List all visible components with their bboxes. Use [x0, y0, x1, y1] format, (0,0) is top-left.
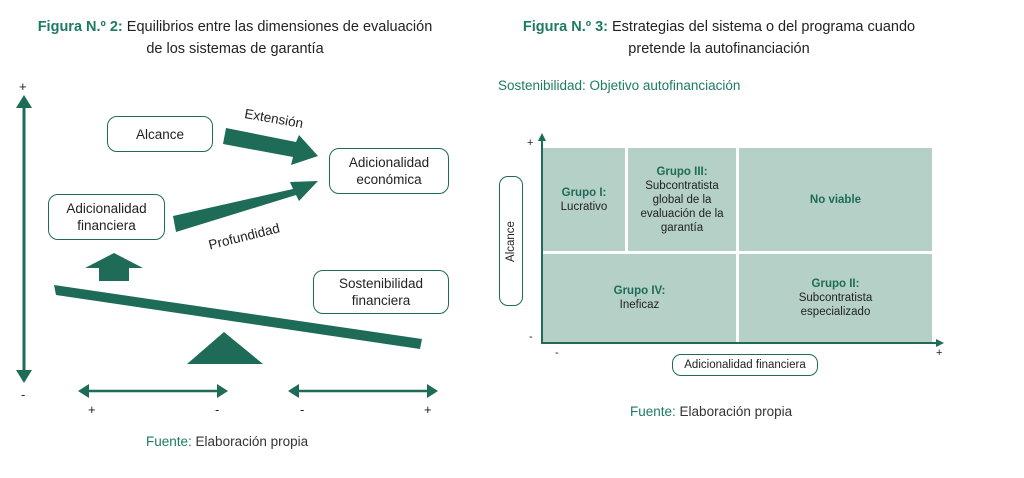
cell-grupo-i-text: Lucrativo: [560, 200, 608, 213]
cell-grupo-i-title: Grupo I:: [561, 186, 607, 199]
box-adicionalidad-financiera: Adicionalidad financiera: [48, 194, 165, 240]
cell-no-viable: No viable: [739, 148, 932, 251]
fig3-title-line1: Estrategias del sistema o del programa c…: [612, 19, 916, 35]
box-adicionalidad-financiera-line1: Adicionalidad: [66, 201, 147, 216]
horizontal-double-arrow-right: [288, 384, 438, 398]
box-adicionalidad-economica-line1: Adicionalidad: [348, 155, 430, 170]
fig2-sign-v-bottom: -: [21, 387, 26, 402]
box-sostenibilidad-financiera: Sostenibilidad financiera: [313, 270, 449, 314]
fig3-y-axis-label-text: Alcance: [504, 220, 517, 262]
cell-grupo-ii-l1: Subcontratista: [798, 292, 873, 304]
balance-beam: [54, 285, 422, 349]
cell-grupo-iii-l1: Subcontratista: [645, 179, 719, 192]
fig2-sign-h1-left: +: [88, 402, 96, 417]
cell-grupo-iii-l2: global de la: [652, 193, 712, 206]
cell-grupo-i: Grupo I: Lucrativo: [543, 148, 625, 251]
fig3-source-text: Elaboración propia: [679, 404, 793, 419]
up-arrow-block: [85, 253, 143, 281]
cell-grupo-iv-text: Ineficaz: [619, 299, 660, 311]
fig3-title: Figura N.º 3: Estrategias del sistema o …: [494, 16, 944, 60]
box-adicionalidad-economica-line2: económica: [356, 172, 422, 187]
fig3-title-label: Figura N.º 3:: [522, 19, 608, 35]
fig3-subtitle: Sostenibilidad: Objetivo autofinanciació…: [498, 78, 741, 93]
fig2-sign-h1-right: -: [215, 402, 220, 417]
box-adicionalidad-economica: Adicionalidad económica: [329, 148, 449, 194]
fig2-source-label: Fuente:: [146, 434, 192, 449]
fig3-y-axis-label: Alcance: [499, 176, 523, 306]
cell-grupo-ii: Grupo II: Subcontratista especializado: [739, 254, 932, 342]
box-sostenibilidad-line1: Sostenibilidad: [338, 276, 424, 291]
fig3-x-axis-label-text: Adicionalidad financiera: [684, 358, 806, 371]
cell-grupo-iii-title: Grupo III:: [656, 165, 708, 178]
vertical-double-arrow: [16, 95, 32, 383]
fig2-source: Fuente: Elaboración propia: [146, 434, 308, 449]
fig2-title: Figura N.º 2: Equilibrios entre las dime…: [0, 16, 470, 60]
box-alcance-label: Alcance: [135, 126, 185, 142]
fig3-title-line2: pretende la autofinanciación: [628, 41, 810, 57]
cell-grupo-ii-title: Grupo II:: [811, 278, 860, 290]
box-sostenibilidad-line2: financiera: [351, 293, 411, 308]
fig3-sign-x-left: -: [555, 347, 559, 359]
fig2-sign-v-top: +: [19, 79, 27, 94]
fig3-sign-y-top: +: [527, 137, 534, 149]
fig3-sign-y-bottom: -: [529, 331, 533, 343]
fig2-sign-h2-right: +: [424, 402, 432, 417]
fig2-title-line2: de los sistemas de garantía: [146, 41, 324, 57]
fig3-source: Fuente: Elaboración propia: [630, 404, 792, 419]
cell-grupo-ii-l2: especializado: [800, 306, 871, 318]
cell-no-viable-title: No viable: [809, 193, 862, 206]
fig2-source-text: Elaboración propia: [195, 434, 309, 449]
fig2-title-line1: Equilibrios entre las dimensiones de eva…: [126, 19, 433, 35]
cell-grupo-iii-l4: garantía: [660, 221, 704, 234]
cell-grupo-iv-title: Grupo IV:: [613, 285, 666, 297]
fig2-sign-h2-left: -: [300, 402, 305, 417]
horizontal-double-arrow-left: [78, 384, 228, 398]
fig3-source-label: Fuente:: [630, 404, 676, 419]
cell-grupo-iii: Grupo III: Subcontratista global de la e…: [628, 148, 736, 251]
fig2-title-label: Figura N.º 2:: [37, 19, 123, 35]
fulcrum-triangle: [187, 332, 263, 364]
box-adicionalidad-financiera-line2: financiera: [77, 218, 136, 233]
extension-arrow: [223, 128, 318, 165]
fig3-sign-x-right: +: [936, 347, 943, 359]
cell-grupo-iv: Grupo IV: Ineficaz: [543, 254, 736, 342]
fig3-x-axis-label: Adicionalidad financiera: [672, 354, 818, 376]
box-alcance: Alcance: [107, 116, 213, 152]
cell-grupo-iii-l3: evaluación de la: [640, 207, 724, 220]
profundidad-arrow: [173, 181, 318, 232]
